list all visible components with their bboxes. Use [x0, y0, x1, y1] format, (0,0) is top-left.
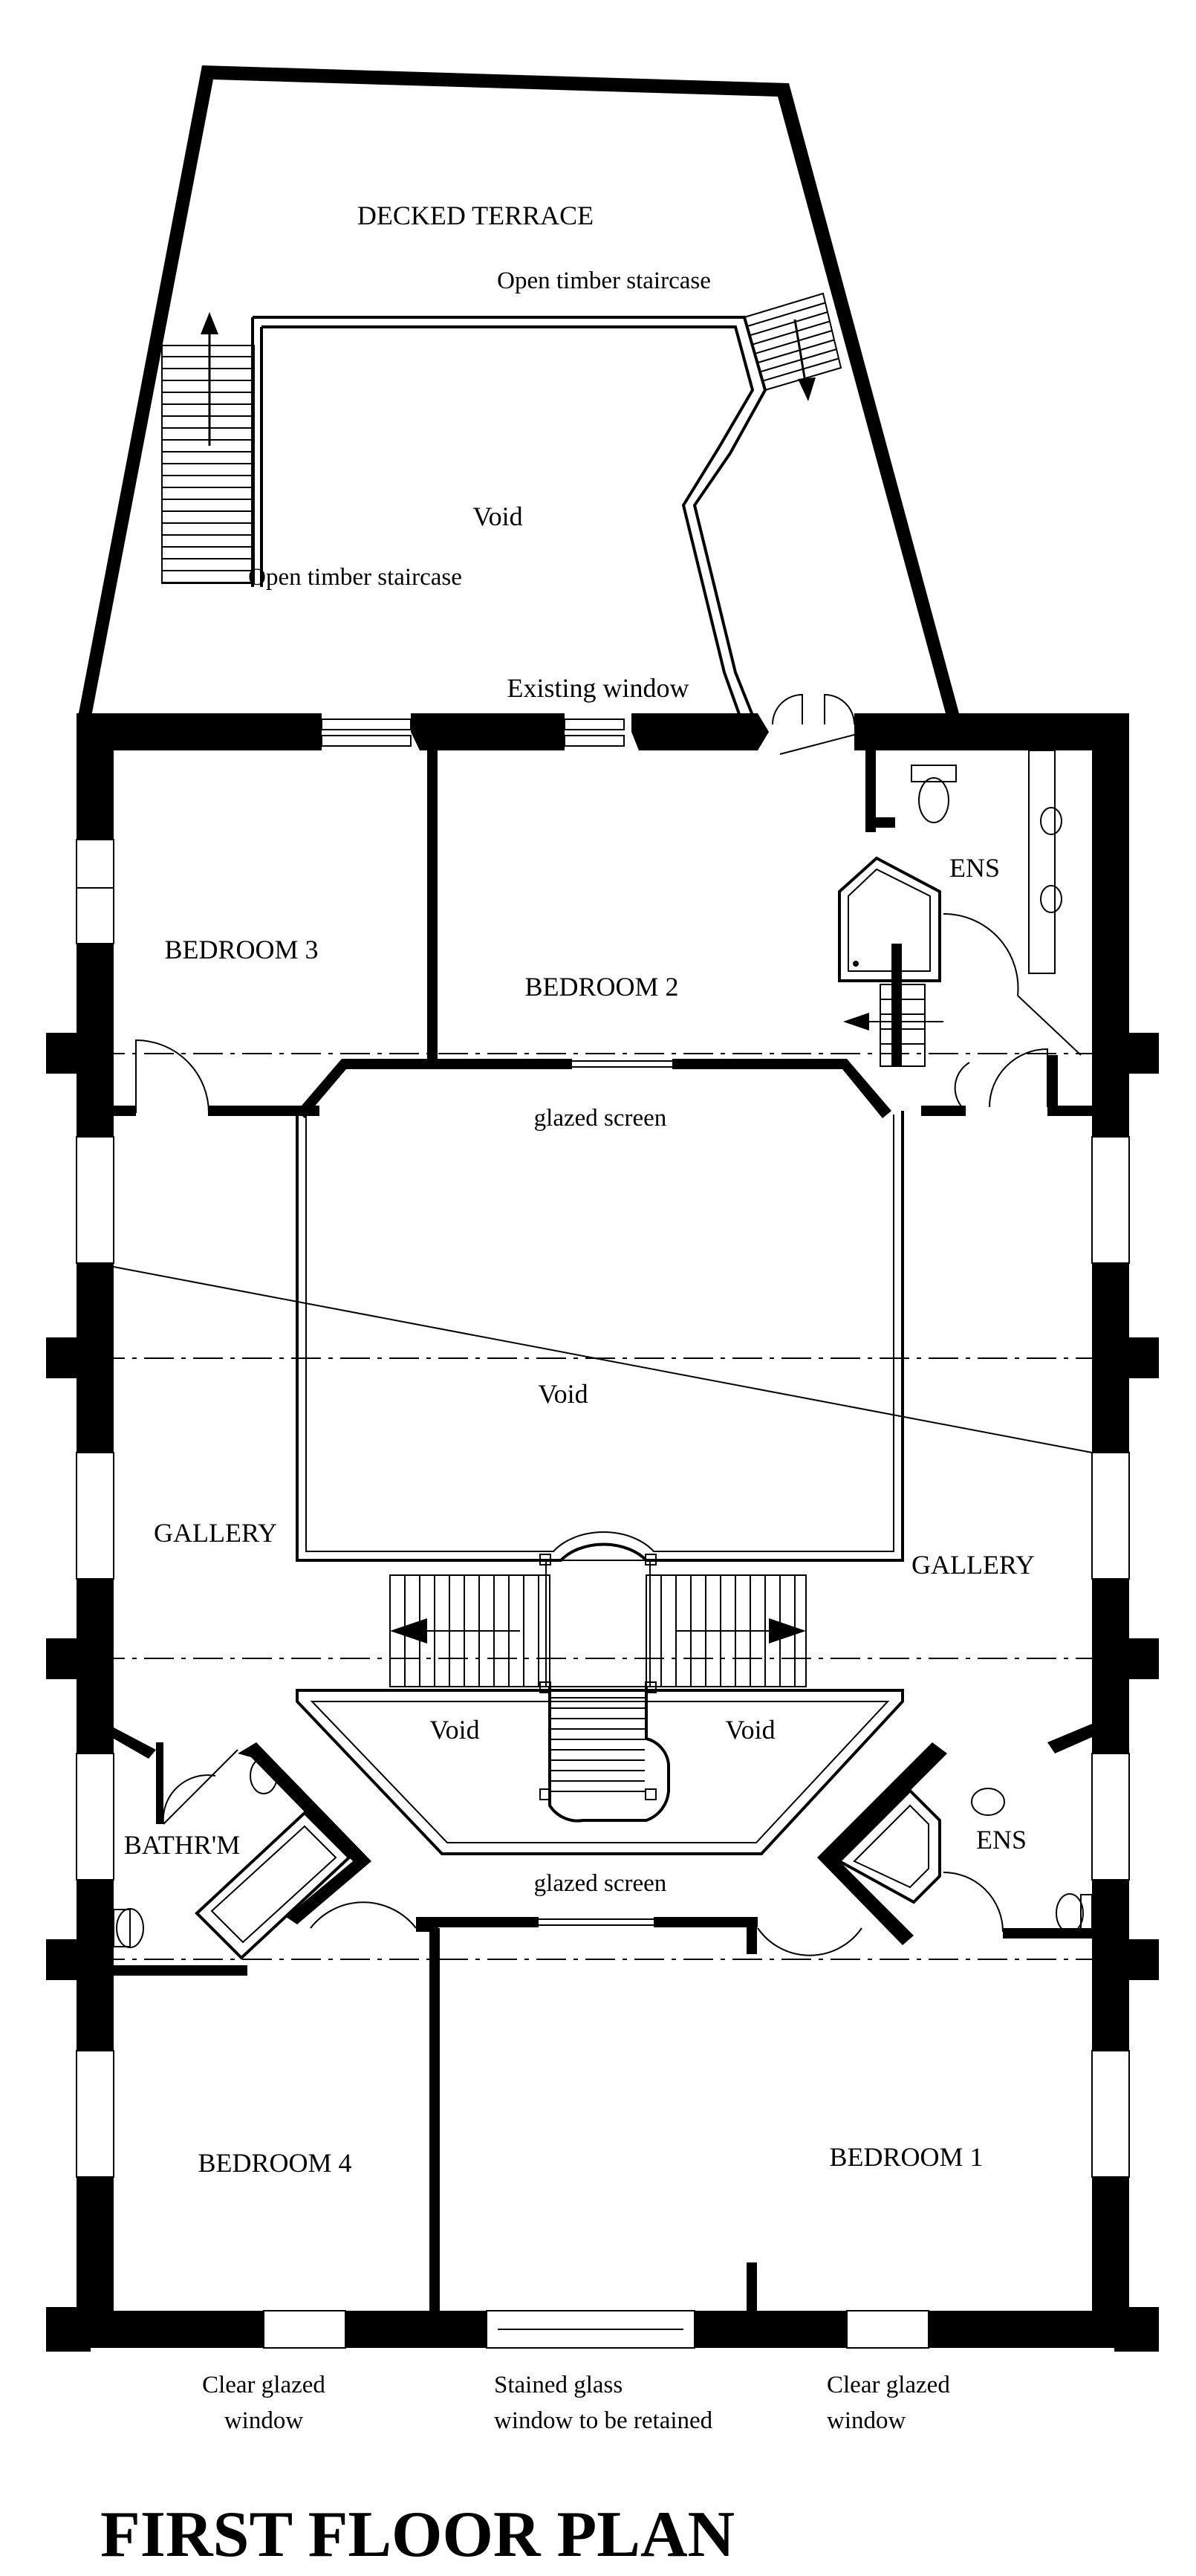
gallery-right-label: GALLERY: [911, 1550, 1035, 1580]
existing-window-note: Existing window: [507, 673, 689, 703]
bathroom-label: BATHR'M: [124, 1830, 241, 1860]
stair-tread: [762, 357, 839, 382]
plan-title: FIRST FLOOR PLAN: [100, 2499, 735, 2571]
bedroom2-label: BEDROOM 2: [524, 972, 678, 1002]
glazed-screen-bottom-note: glazed screen: [534, 1870, 667, 1897]
bedroom1-label: BEDROOM 1: [829, 2142, 983, 2172]
side-windows: [76, 839, 1130, 2349]
stair-right-note: Open timber staircase: [497, 267, 711, 294]
stair-up-arrow-icon: [201, 312, 218, 334]
bedroom4-label: BEDROOM 4: [198, 2148, 351, 2178]
void-center-label: Void: [538, 1379, 588, 1409]
stair-left-arrow-icon: [390, 1618, 427, 1644]
bathtub-icon: [195, 1811, 351, 1960]
stair-tread: [759, 348, 837, 373]
grid-lines: [46, 731, 1159, 1960]
window-middle-line1: Stained glass: [494, 2372, 623, 2398]
terrace-void-label: Void: [472, 502, 522, 531]
ens-top-label: ENS: [949, 853, 1000, 883]
gallery-left-label: GALLERY: [154, 1518, 277, 1548]
void-right-label: Void: [725, 1715, 775, 1745]
door-swings: [135, 912, 1082, 1956]
stair-tread: [752, 320, 831, 345]
ensuite-fixtures-bottom: [836, 1788, 1093, 1933]
basin-icon: [250, 1757, 278, 1794]
bedroom3-label: BEDROOM 3: [164, 935, 318, 964]
stair-tread: [747, 302, 826, 328]
stair-left-note: Open timber staircase: [248, 564, 462, 591]
bathroom-fixtures: [113, 1757, 351, 1960]
ens-bottom-label: ENS: [976, 1825, 1027, 1855]
stair-tread: [749, 311, 828, 337]
terrace-doors: [772, 693, 855, 725]
stair-tread: [754, 330, 833, 354]
lower-void-outline: [296, 1689, 904, 1855]
stair-right-arrow-icon: [769, 1618, 806, 1644]
stair-tread: [757, 339, 835, 364]
window-left-line1: Clear glazed: [202, 2372, 325, 2398]
basin-icon: [971, 1788, 1005, 1816]
central-void: [296, 1111, 904, 1562]
left-timber-staircase: [161, 312, 255, 584]
void-left-label: Void: [429, 1715, 479, 1745]
basin-icon: [1040, 885, 1062, 913]
interior-walls: [114, 750, 1092, 2311]
right-timber-staircase: [743, 292, 842, 401]
basin-icon: [1040, 807, 1062, 835]
window-right-line1: Clear glazed: [827, 2372, 950, 2398]
stair-down-arrow-icon: [798, 377, 816, 401]
glazed-screen-top-note: glazed screen: [534, 1105, 667, 1132]
window-middle-line2: window to be retained: [494, 2407, 713, 2434]
toilet-icon: [918, 777, 949, 823]
step-arrow-icon: [843, 1013, 869, 1031]
toilet-icon: [1056, 1893, 1084, 1933]
window-left-line2: window: [224, 2407, 304, 2434]
decked-terrace-label: DECKED TERRACE: [357, 201, 594, 230]
ensuite-fixtures-top: [838, 750, 1062, 1067]
grand-staircase: [389, 1554, 807, 1823]
window-right-line2: window: [827, 2407, 906, 2434]
